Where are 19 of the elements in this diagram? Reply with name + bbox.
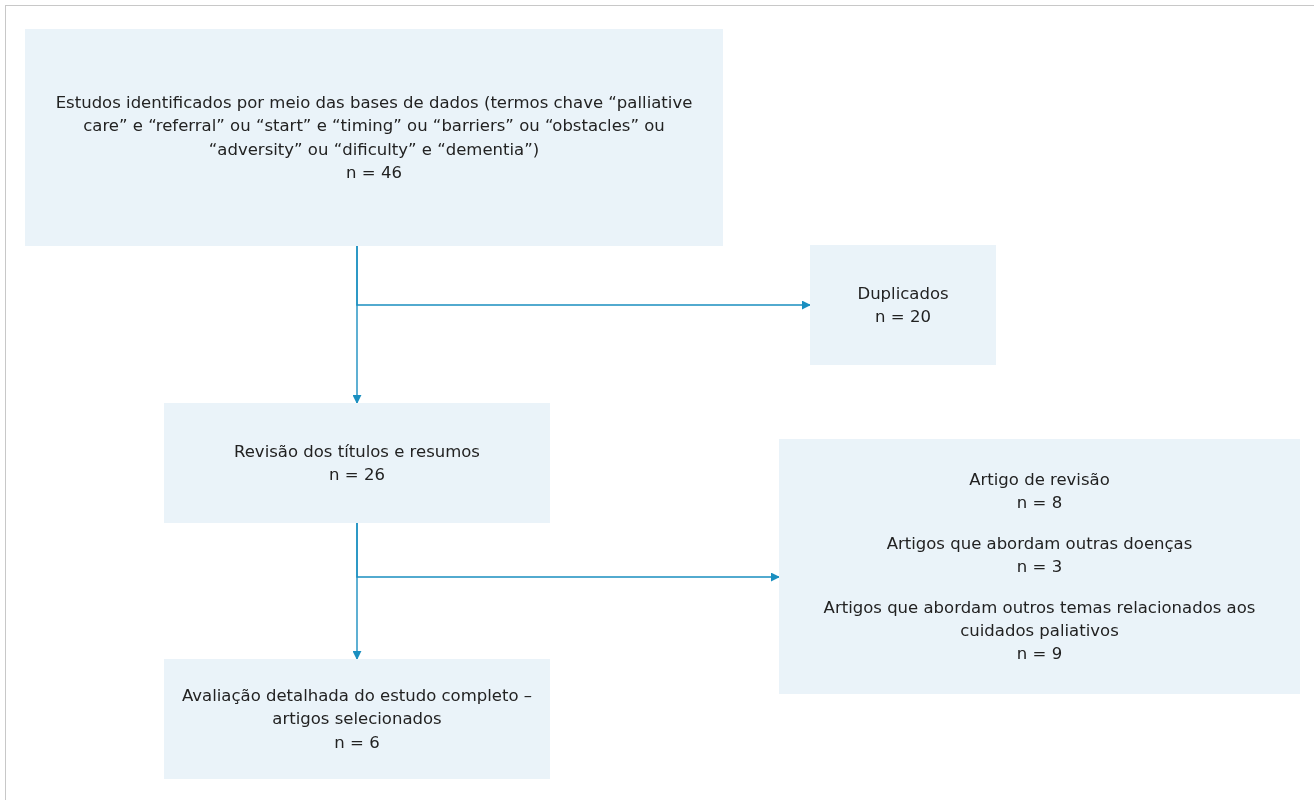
arrow [356,245,811,310]
box-text: Artigo de revisão [969,468,1110,491]
count-label: n = 8 [1016,491,1063,514]
process-box [164,659,550,779]
process-box [779,439,1300,694]
process-box [810,245,996,365]
process-box [25,29,723,246]
box-text: Estudos identificados por meio das bases de dados (termos chave “palliative care” e “referral” ou “start” e “timing” ou “barriers” ou “obstacles” ou “adversity” ou “dificulty” e “dementia”) [54,92,694,161]
box-text: Revisão dos títulos e resumos [234,440,480,463]
box-text: Duplicados [857,282,949,305]
arrow [356,522,780,582]
box-text: Artigos que abordam outras doenças [886,532,1193,555]
count-label: n = 46 [346,161,402,184]
count-label: n = 3 [1016,555,1063,578]
count-label: n = 6 [334,731,380,754]
process-box [164,403,550,523]
count-label: n = 26 [329,464,385,486]
count-label: n = 9 [1016,643,1063,666]
count-label: n = 20 [875,306,931,328]
